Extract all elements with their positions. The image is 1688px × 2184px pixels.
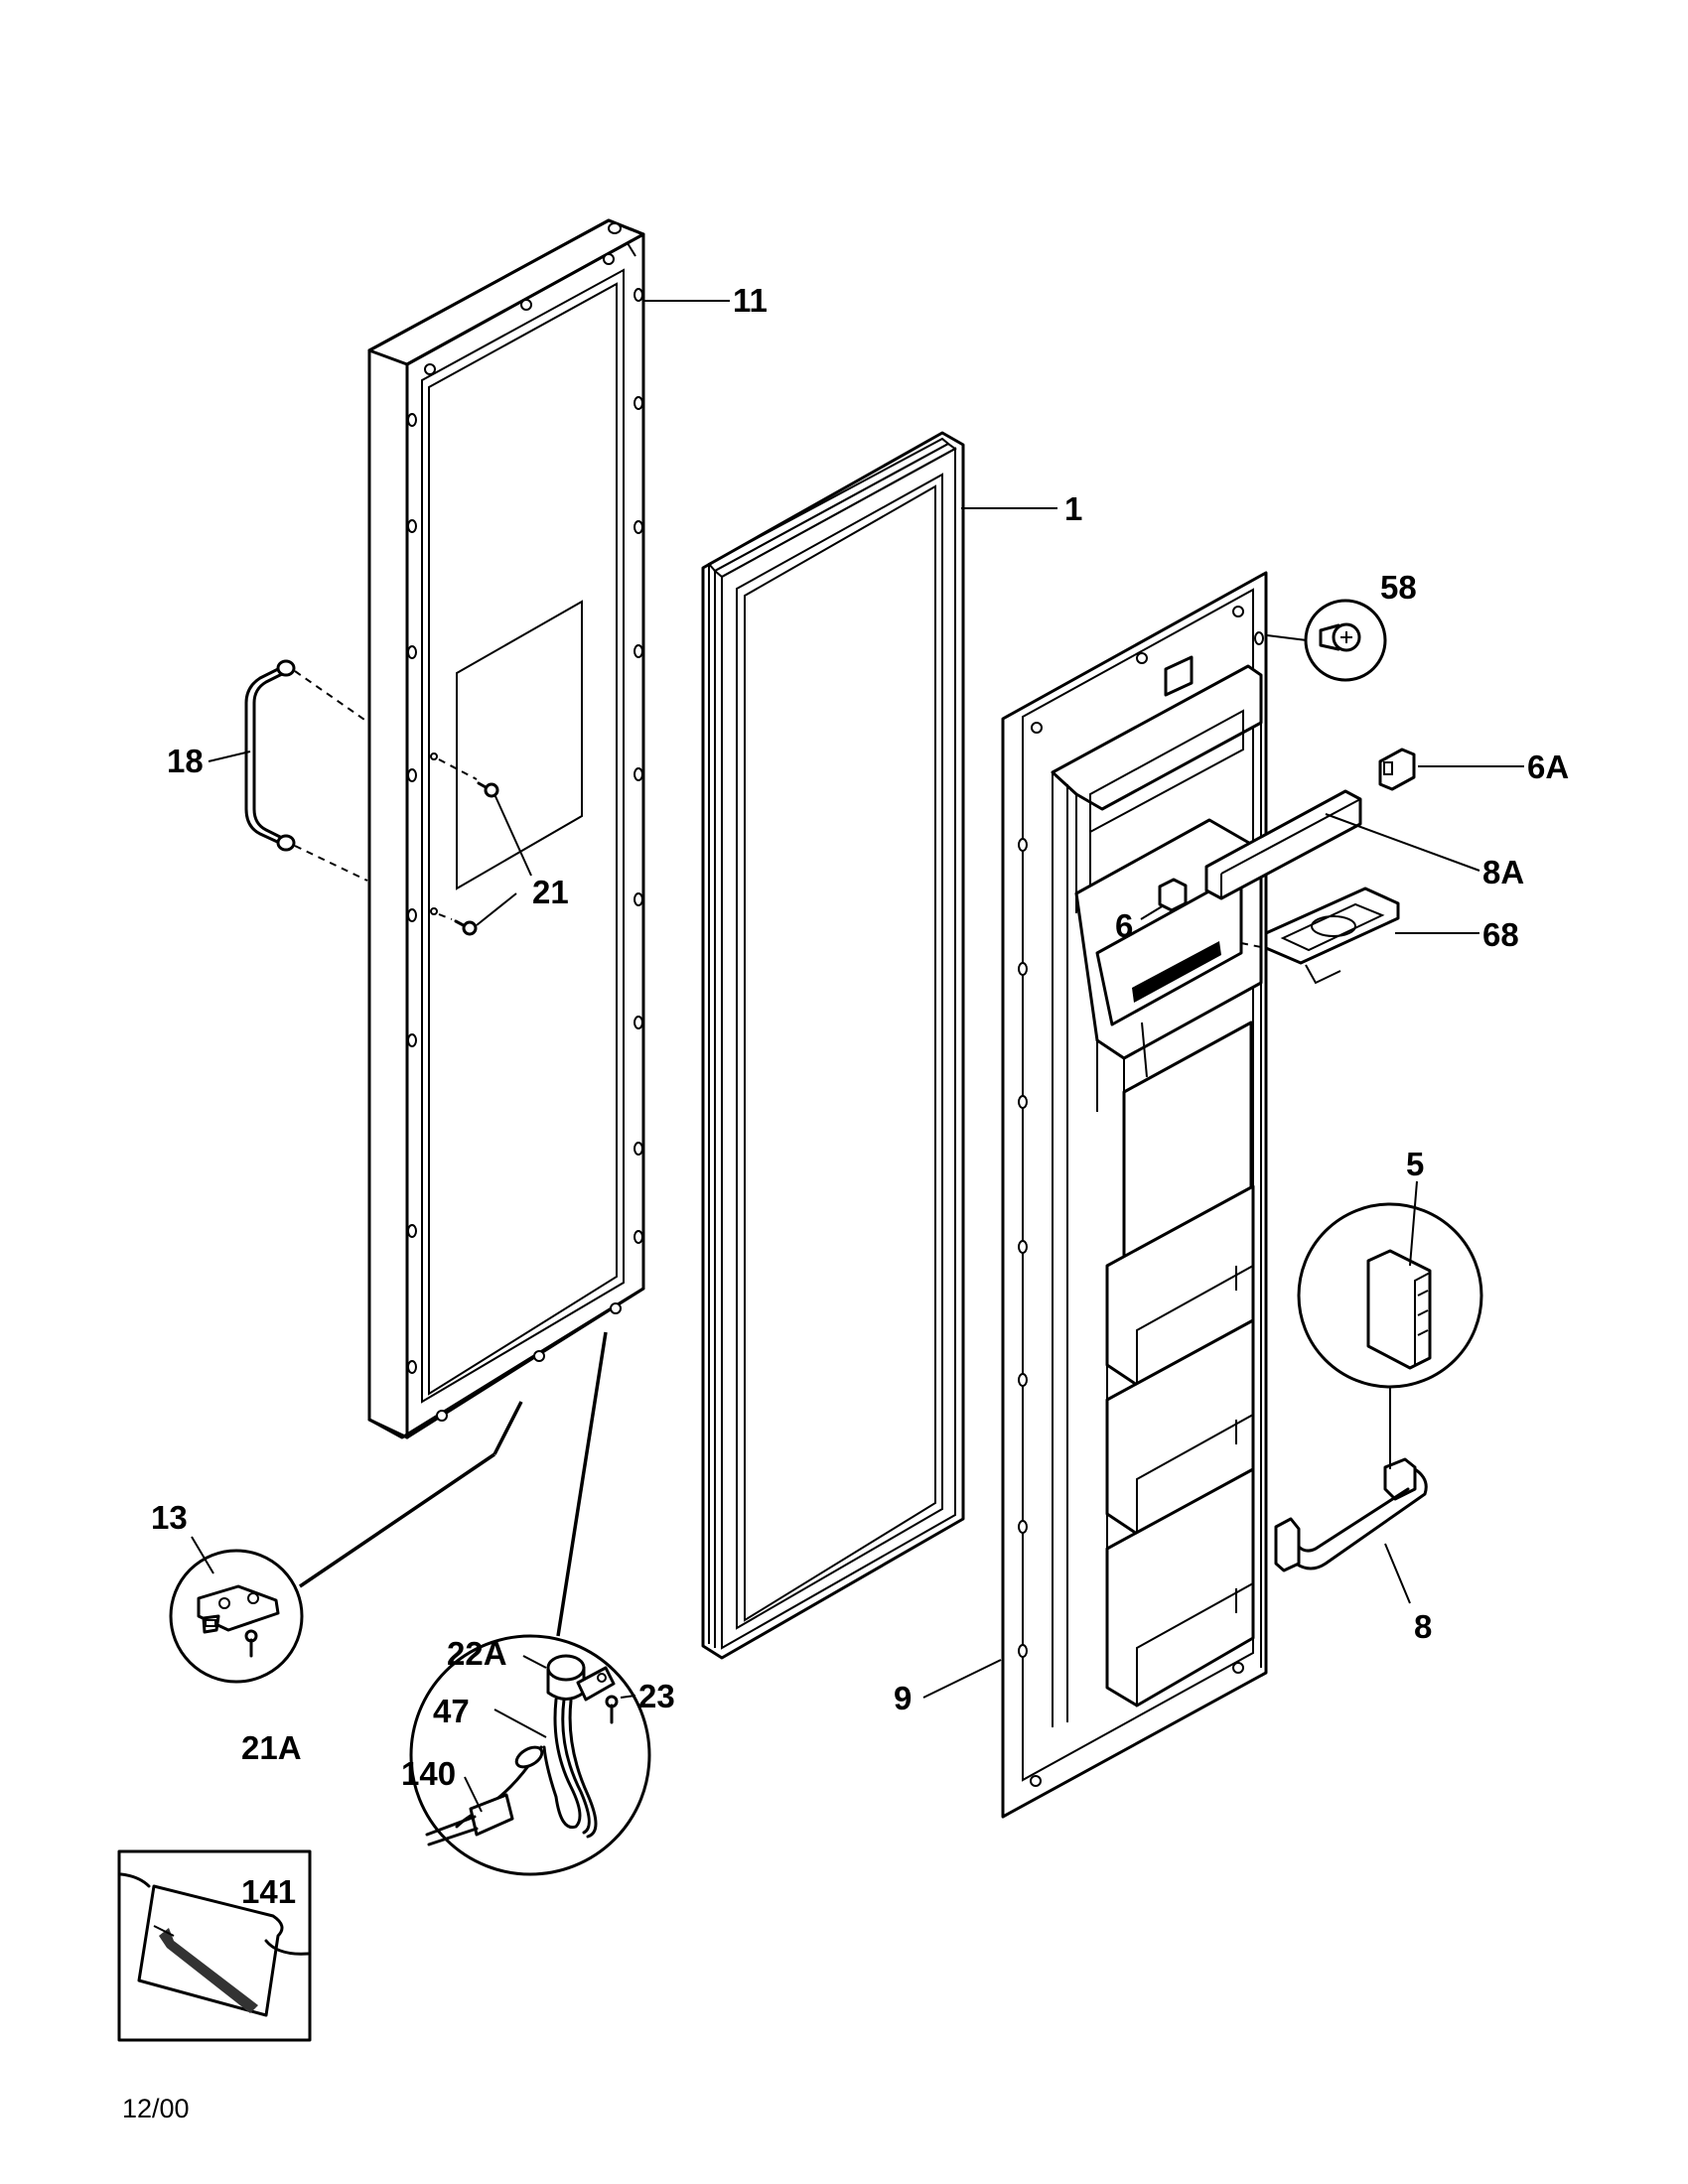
bracket-8: [1274, 1457, 1428, 1604]
panel-holes: [407, 222, 643, 1422]
door-outer-panel: [367, 218, 645, 1439]
callout-8: 8: [1414, 1608, 1432, 1645]
callout-6: 6: [1115, 907, 1133, 944]
part-141-box: [117, 1849, 312, 2042]
callout-6A: 6A: [1527, 749, 1569, 785]
screw-21-lower: [430, 907, 478, 936]
callout-58: 58: [1380, 569, 1417, 606]
clip-6a: [1378, 748, 1524, 791]
callout-21: 21: [532, 874, 569, 910]
leader-21-b: [476, 892, 517, 926]
revision-date: 12/00: [122, 2094, 190, 2123]
callout-21A: 21A: [241, 1729, 302, 1766]
callout-5: 5: [1406, 1146, 1424, 1182]
callout-1: 1: [1064, 490, 1082, 527]
light-switch-detail: [409, 1331, 651, 1876]
screw-21-upper: [430, 752, 499, 798]
pad-68: [1240, 887, 1479, 985]
part-13-detail: [169, 1401, 523, 1684]
callout-18: 18: [167, 743, 204, 779]
door-liner: [1001, 571, 1268, 1819]
door-gasket: [701, 431, 965, 1660]
callout-68: 68: [1482, 916, 1519, 953]
leader-21-a: [493, 793, 532, 877]
callout-13: 13: [151, 1499, 188, 1536]
callout-23: 23: [638, 1678, 675, 1714]
callout-22A: 22A: [447, 1635, 507, 1672]
rail-8a: [1204, 789, 1480, 900]
callout-141: 141: [241, 1873, 296, 1910]
part-5-detail: [1297, 1180, 1483, 1469]
handle: [244, 659, 368, 882]
callout-9: 9: [894, 1680, 912, 1716]
callout-140: 140: [401, 1755, 456, 1792]
screw-58-detail: [1266, 599, 1387, 682]
switch-6: [1140, 878, 1188, 920]
callout-11: 11: [733, 282, 768, 319]
leader-9: [922, 1659, 1002, 1699]
callout-8A: 8A: [1482, 854, 1524, 890]
callout-47: 47: [433, 1693, 470, 1729]
leader-18: [208, 751, 251, 762]
